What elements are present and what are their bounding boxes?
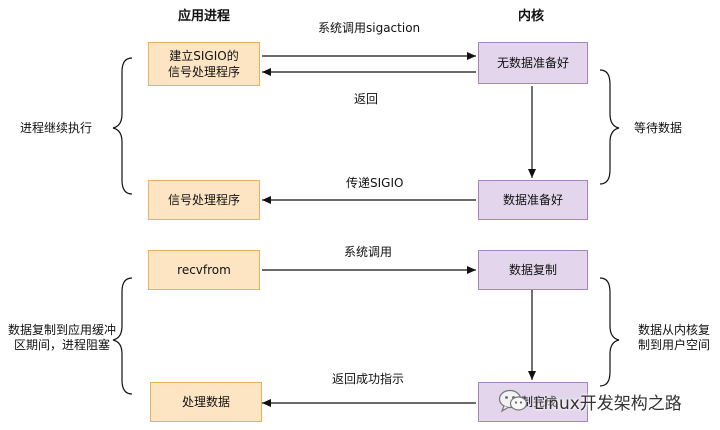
box-recvfrom: recvfrom	[148, 250, 260, 290]
brace-left-bottom	[112, 277, 133, 395]
box-process-data: 处理数据	[150, 382, 262, 422]
label-waiting-for-data: 等待数据	[634, 121, 683, 135]
box-register-sigio-handler: 建立SIGIO的 信号处理程序	[148, 42, 260, 86]
label-process-blocked: 数据复制到应用缓冲 区期间，进程阻塞	[8, 323, 117, 352]
brace-right-top	[599, 69, 620, 185]
brace-left-top	[112, 57, 133, 195]
watermark: Linux开发架构之路	[498, 388, 682, 414]
watermark-text: Linux开发架构之路	[534, 393, 682, 414]
label-kernel-to-user: 数据从内核复 制到用户空间	[638, 323, 711, 352]
brace-right-bottom	[599, 277, 620, 387]
label-process-continues: 进程继续执行	[20, 121, 93, 135]
wechat-icon	[498, 389, 528, 413]
box-signal-handler: 信号处理程序	[148, 180, 260, 220]
label-sigaction-call: 系统调用sigaction	[318, 21, 421, 35]
header-app-process: 应用进程	[178, 9, 231, 24]
box-data-ready: 数据准备好	[478, 180, 588, 220]
label-return-success: 返回成功指示	[332, 372, 405, 386]
box-no-data-ready: 无数据准备好	[478, 42, 588, 84]
label-return: 返回	[354, 92, 379, 106]
label-deliver-sigio: 传递SIGIO	[346, 176, 404, 190]
header-kernel: 内核	[518, 9, 545, 24]
box-data-copy: 数据复制	[478, 250, 588, 290]
label-syscall: 系统调用	[344, 245, 393, 259]
